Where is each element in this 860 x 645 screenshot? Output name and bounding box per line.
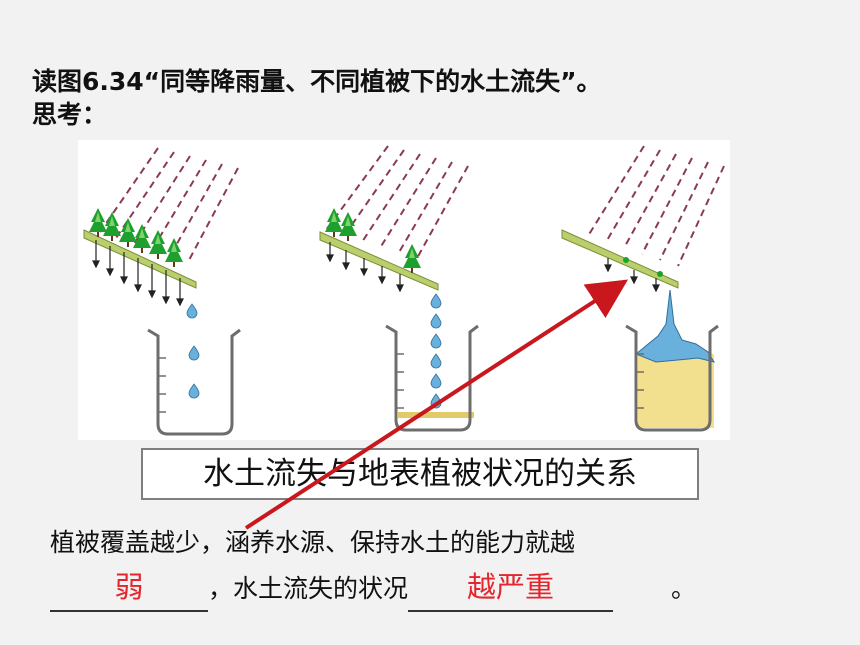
answer-text-1: 弱	[114, 570, 144, 604]
rain-lines	[587, 145, 725, 267]
question-end-text: 。	[671, 574, 697, 603]
figure-illustration	[83, 145, 725, 436]
fill-in-question: 植被覆盖越少，涵养水源、保持水土的能力就越 弱 ，水土流失的状况 越严重 。	[50, 520, 830, 612]
answer-text-2: 越严重	[467, 570, 555, 604]
rain-lines	[99, 147, 239, 263]
rainfall-vegetation-figure	[78, 140, 730, 440]
title-line-2: 思考：	[32, 99, 108, 129]
page-title: 读图6.34“同等降雨量、不同植被下的水土流失”。 思考：	[32, 66, 602, 131]
water-drop-icon	[186, 303, 200, 399]
water-drop-icon	[430, 293, 442, 409]
scene-bare-ground	[561, 145, 725, 432]
answer-blank-2[interactable]: 越严重	[408, 570, 614, 612]
beaker-icon	[624, 289, 720, 432]
question-mid-text: ，水土流失的状况	[208, 574, 409, 603]
title-line-1: 读图6.34“同等降雨量、不同植被下的水土流失”。	[32, 67, 602, 96]
relationship-box: 水土流失与地表植被状况的关系	[141, 448, 699, 500]
scene-sparse-vegetation	[319, 145, 480, 432]
question-line-1: 植被覆盖越少，涵养水源、保持水土的能力就越	[50, 528, 576, 557]
answer-blank-1[interactable]: 弱	[50, 570, 208, 612]
rain-lines	[325, 145, 469, 261]
question-line-2: 弱 ，水土流失的状况 越严重 。	[50, 566, 830, 612]
scene-dense-vegetation	[83, 147, 242, 436]
